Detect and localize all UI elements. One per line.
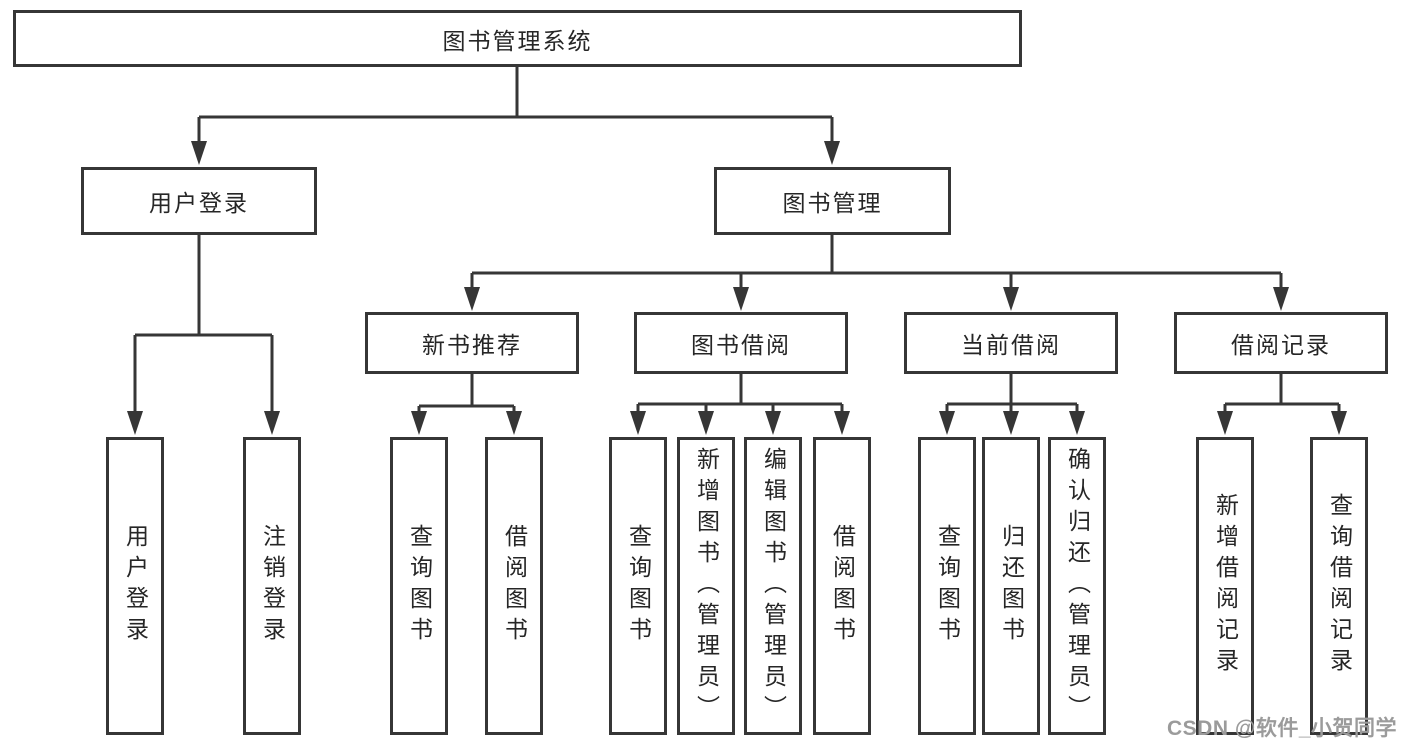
leaf-edit-book-admin-label: 编辑图书（管理员） xyxy=(760,446,787,726)
node-borrow-records: 借阅记录 xyxy=(1174,312,1388,374)
leaf-query-books-rec: 查询图书 xyxy=(390,437,448,735)
node-current-borrow: 当前借阅 xyxy=(904,312,1118,374)
leaf-borrow-books-rec-label: 借阅图书 xyxy=(501,524,528,648)
leaf-edit-book-admin: 编辑图书（管理员） xyxy=(744,437,802,735)
leaf-query-books-borrow: 查询图书 xyxy=(609,437,667,735)
node-book-borrow: 图书借阅 xyxy=(634,312,848,374)
leaf-query-books-rec-label: 查询图书 xyxy=(406,524,433,648)
arrowheads xyxy=(127,141,1347,435)
leaf-query-borrow-record: 查询借阅记录 xyxy=(1310,437,1368,735)
csdn-watermark: CSDN @软件_小贺同学 xyxy=(1167,717,1397,740)
node-user-login: 用户登录 xyxy=(81,167,317,235)
leaf-user-login-label: 用户登录 xyxy=(122,524,149,648)
leaf-add-borrow-record: 新增借阅记录 xyxy=(1196,437,1254,735)
leaf-return-book-label: 归还图书 xyxy=(998,524,1025,648)
leaf-confirm-return-admin: 确认归还（管理员） xyxy=(1048,437,1106,735)
leaf-query-books-current-label: 查询图书 xyxy=(934,524,961,648)
leaf-confirm-return-admin-label: 确认归还（管理员） xyxy=(1064,446,1091,726)
leaf-add-borrow-record-label: 新增借阅记录 xyxy=(1212,493,1239,679)
node-root: 图书管理系统 xyxy=(13,10,1022,67)
leaf-query-books-borrow-label: 查询图书 xyxy=(625,524,652,648)
leaf-borrow-books-label: 借阅图书 xyxy=(829,524,856,648)
leaf-user-login: 用户登录 xyxy=(106,437,164,735)
leaf-query-books-current: 查询图书 xyxy=(918,437,976,735)
leaf-add-book-admin: 新增图书（管理员） xyxy=(677,437,735,735)
node-book-management: 图书管理 xyxy=(714,167,951,235)
leaf-query-borrow-record-label: 查询借阅记录 xyxy=(1326,493,1353,679)
leaf-add-book-admin-label: 新增图书（管理员） xyxy=(693,446,720,726)
node-new-book-recommend: 新书推荐 xyxy=(365,312,579,374)
leaf-return-book: 归还图书 xyxy=(982,437,1040,735)
leaf-borrow-books-rec: 借阅图书 xyxy=(485,437,543,735)
leaf-borrow-books: 借阅图书 xyxy=(813,437,871,735)
leaf-logout: 注销登录 xyxy=(243,437,301,735)
leaf-logout-label: 注销登录 xyxy=(259,524,286,648)
